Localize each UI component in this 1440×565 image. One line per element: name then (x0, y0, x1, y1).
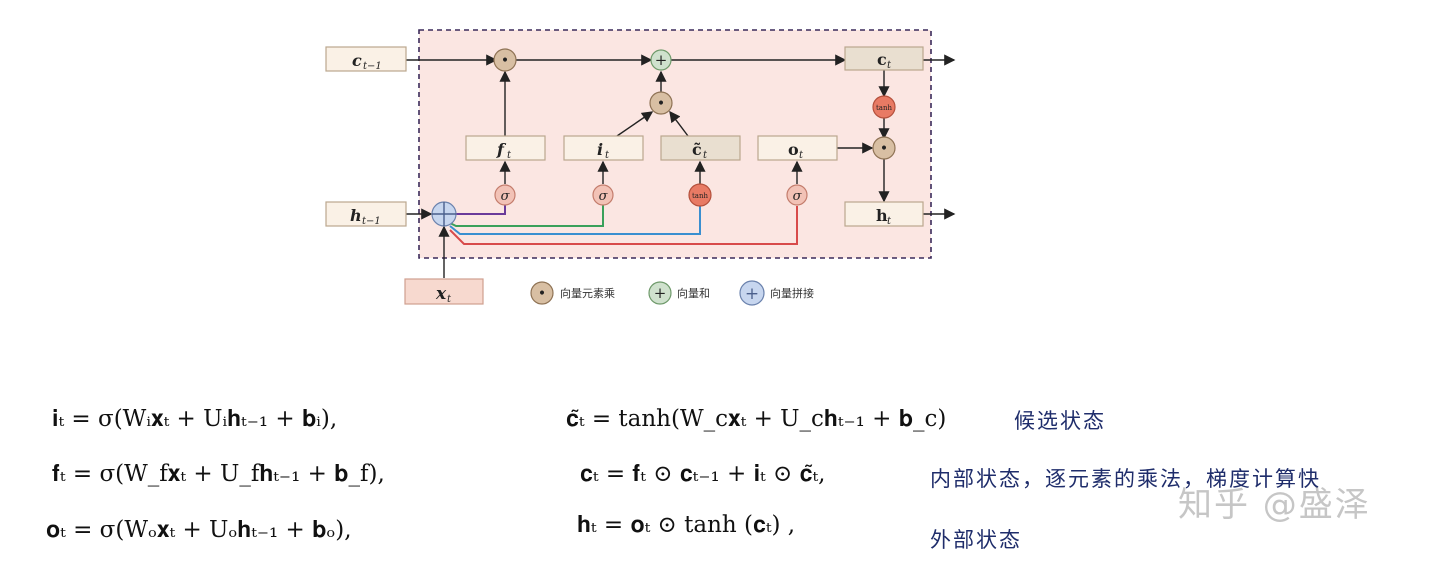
concat-node (431, 201, 457, 227)
line-to-input-gate (447, 204, 604, 227)
legend: • 向量元素乘 + 向量和 + 向量拼接 (530, 280, 814, 306)
legend-label: 向量元素乘 (560, 286, 615, 300)
label-sub: t (507, 150, 512, 161)
note-candidate-state: 候选状态 (1014, 409, 1106, 433)
tanh-symbol: tanh (876, 104, 892, 112)
label-i: i (597, 140, 603, 159)
tanh-symbol: tanh (692, 192, 708, 200)
label-sub: t (887, 216, 892, 227)
lstm-diagram: c t−1 h t−1 x t f t i t c̃ t o t c t h t (325, 29, 956, 306)
label-sub: t−1 (362, 216, 381, 227)
legend-label: 向量拼接 (770, 286, 814, 300)
label-sub: t (799, 150, 804, 161)
note-internal-state: 内部状态，逐元素的乘法，梯度计算快 (930, 467, 1321, 491)
line-to-output-gate (449, 206, 798, 245)
label-c: c (352, 51, 362, 70)
box-x: x t (404, 278, 484, 305)
box-o: o t (757, 135, 838, 161)
add-node: + (650, 49, 672, 71)
sigma-node-output: σ (786, 184, 808, 206)
equation-output-gate: 𝐨ₜ = σ(Wₒ𝐱ₜ + Uₒ𝐡ₜ₋₁ + 𝐛ₒ), (46, 517, 352, 543)
tanh-node-cell: tanh (872, 95, 896, 119)
sigma-node-forget: σ (494, 184, 516, 206)
label-sub: t (887, 60, 892, 71)
label-h: h (350, 206, 362, 225)
mul-symbol: • (880, 141, 888, 157)
sigma-symbol: σ (501, 189, 511, 204)
sigma-symbol: σ (793, 189, 803, 204)
note-external-state: 外部状态 (930, 528, 1022, 552)
equation-candidate-state: 𝐜̃ₜ = tanh(W_c𝐱ₜ + U_c𝐡ₜ₋₁ + 𝐛_c) (566, 406, 947, 432)
box-h-prev: h t−1 (325, 201, 407, 227)
label-sub: t (703, 150, 708, 161)
equation-cell-state: 𝐜ₜ = 𝐟ₜ ⊙ 𝐜ₜ₋₁ + 𝐢ₜ ⊙ 𝐜̃ₜ, (580, 461, 826, 487)
sigma-node-input: σ (592, 184, 614, 206)
tanh-node-candidate: tanh (688, 183, 712, 207)
label-sub: t (605, 150, 610, 161)
box-c-prev: c t−1 (325, 46, 407, 72)
sigma-symbol: σ (599, 189, 609, 204)
equation-input-gate: 𝐢ₜ = σ(Wᵢ𝐱ₜ + Uᵢ𝐡ₜ₋₁ + 𝐛ᵢ), (52, 406, 338, 432)
label-h: h (876, 206, 888, 225)
label-x: x (435, 284, 447, 304)
equation-forget-gate: 𝐟ₜ = σ(W_f𝐱ₜ + U_f𝐡ₜ₋₁ + 𝐛_f), (52, 461, 385, 487)
box-c-tilde: c̃ t (660, 135, 741, 161)
label-sub: t (447, 294, 452, 305)
line-to-candidate (449, 206, 701, 235)
label-o: o (788, 140, 799, 159)
box-c-out: c t (844, 46, 924, 71)
mul-node-forget: • (493, 48, 517, 72)
legend-symbol: • (538, 286, 546, 302)
box-f: f t (465, 135, 546, 161)
label-c-tilde: c̃ (692, 140, 702, 159)
box-i: i t (563, 135, 644, 161)
equation-hidden-state: 𝐡ₜ = 𝐨ₜ ⊙ tanh (𝐜ₜ) , (577, 512, 796, 538)
legend-item-concat: + 向量拼接 (739, 280, 814, 306)
mul-symbol: • (657, 96, 665, 112)
box-h-out: h t (844, 201, 924, 227)
watermark: 知乎 @盛泽 (1178, 485, 1371, 525)
mul-symbol: • (501, 53, 509, 69)
label-f: f (496, 140, 507, 159)
legend-item-mul: • 向量元素乘 (530, 281, 615, 305)
mul-node-input: • (649, 91, 673, 115)
legend-item-add: + 向量和 (648, 281, 710, 305)
add-symbol: + (655, 51, 668, 69)
legend-symbol: + (654, 284, 667, 302)
label-c: c (877, 50, 887, 69)
mul-node-output: • (872, 136, 896, 160)
label-sub: t−1 (363, 61, 382, 72)
legend-label: 向量和 (677, 286, 710, 300)
legend-symbol: + (745, 284, 759, 304)
